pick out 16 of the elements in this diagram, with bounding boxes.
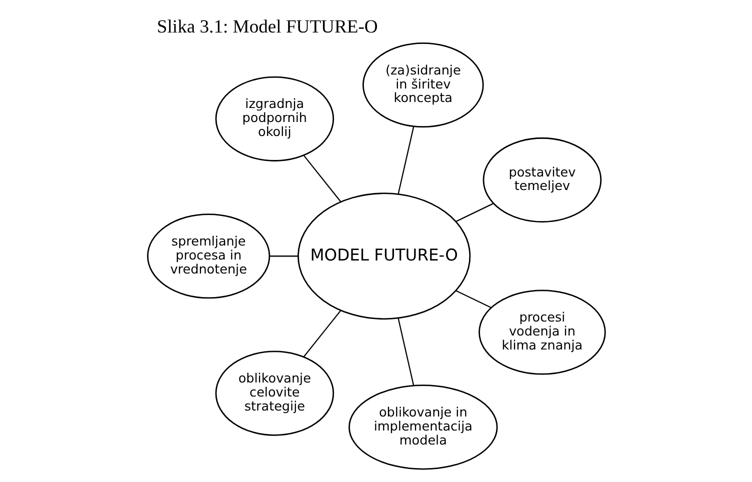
diagram-title: Slika 3.1: Model FUTURE-O	[156, 16, 378, 38]
connector	[302, 310, 341, 358]
connector	[455, 290, 491, 308]
connector	[269, 256, 298, 257]
node-ellipse: spremljanje procesa in vrednotenje	[146, 214, 270, 299]
node-ellipse: oblikovanje in implementacija modela	[348, 384, 498, 470]
node-ellipse: procesi vodenja in klima znanja	[478, 290, 606, 375]
connector	[302, 155, 341, 202]
node-ellipse: postavitev temeljev	[482, 137, 602, 223]
connector	[455, 202, 494, 222]
node-ellipse: (za)sidranje in širitev koncepta	[362, 42, 484, 128]
connector	[397, 318, 414, 386]
node-ellipse: izgradnja podpornih okolij	[214, 76, 334, 162]
node-ellipse: oblikovanje celovite strategije	[214, 350, 334, 436]
node-ellipse: MODEL FUTURE-O	[297, 192, 470, 320]
connector	[397, 126, 414, 194]
